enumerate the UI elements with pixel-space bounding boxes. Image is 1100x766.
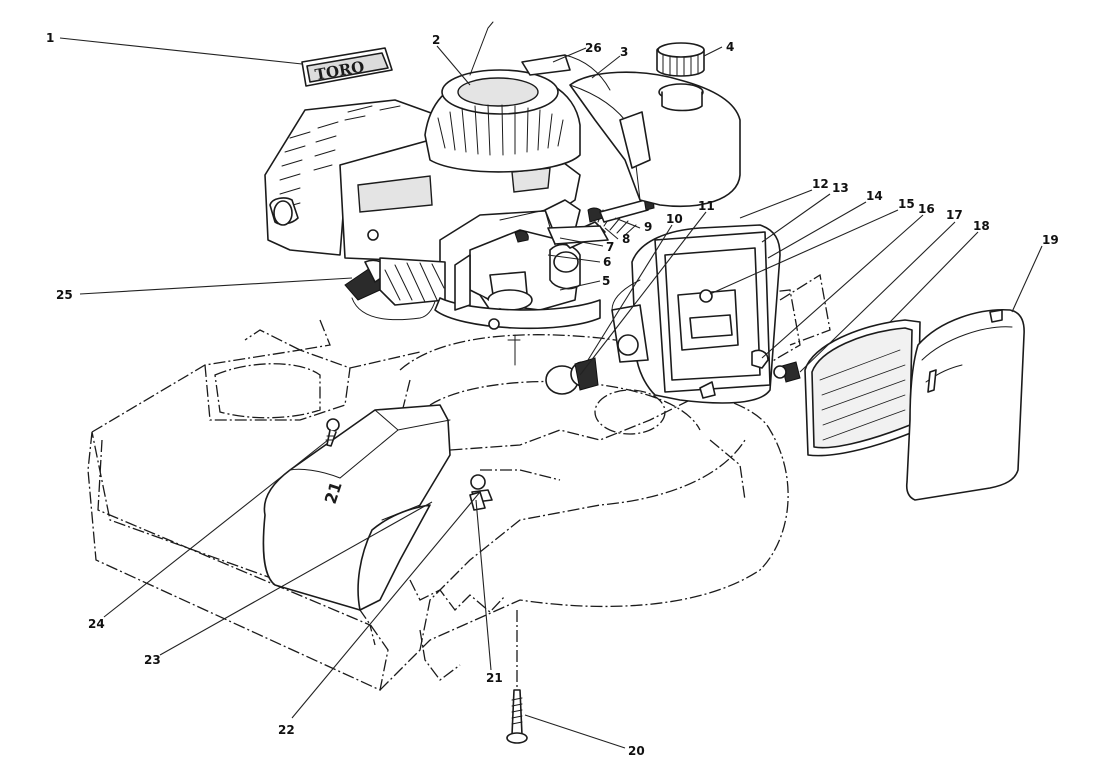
- callout-12: 12: [812, 177, 829, 191]
- callout-25: 25: [56, 288, 73, 302]
- callout-22: 22: [278, 723, 295, 737]
- callout-9: 9: [644, 220, 652, 234]
- callout-10: 10: [666, 212, 683, 226]
- callout-2: 2: [432, 33, 440, 47]
- callout-15: 15: [898, 197, 915, 211]
- bolt-20: [506, 610, 528, 744]
- rear-shield: 21: [262, 404, 451, 611]
- callout-numbers: 1 2 3 4 5 6 7 8 9 10 11 12 13 14 15 16 1…: [46, 31, 1059, 758]
- washer-21: [469, 491, 486, 511]
- callout-4: 4: [726, 40, 734, 54]
- callout-26: 26: [585, 41, 602, 55]
- engine: [264, 21, 601, 366]
- throttle-linkage: [514, 195, 655, 290]
- callout-1: 1: [46, 31, 54, 45]
- callout-7: 7: [606, 240, 614, 254]
- callout-14: 14: [866, 189, 883, 203]
- callout-24: 24: [88, 617, 105, 631]
- fuel-tank: [521, 42, 741, 208]
- air-cleaner-cover: [905, 309, 1025, 501]
- callout-19: 19: [1042, 233, 1059, 247]
- callout-21: 21: [486, 671, 503, 685]
- callout-20: 20: [628, 744, 645, 758]
- callout-18: 18: [973, 219, 990, 233]
- callout-6: 6: [603, 255, 611, 269]
- callout-17: 17: [946, 208, 963, 222]
- screw-24: [325, 418, 340, 447]
- leader-lines: [59, 37, 1043, 749]
- callout-16: 16: [918, 202, 935, 216]
- callout-11: 11: [698, 199, 715, 213]
- callout-5: 5: [602, 274, 610, 288]
- air-cleaner-body: [611, 224, 781, 404]
- callout-3: 3: [620, 45, 628, 59]
- callout-13: 13: [832, 181, 849, 195]
- primer-bulb: [545, 357, 599, 395]
- callout-8: 8: [622, 232, 630, 246]
- toro-decal: TORO: [301, 47, 393, 87]
- callout-23: 23: [144, 653, 161, 667]
- air-filter-element: [773, 319, 921, 457]
